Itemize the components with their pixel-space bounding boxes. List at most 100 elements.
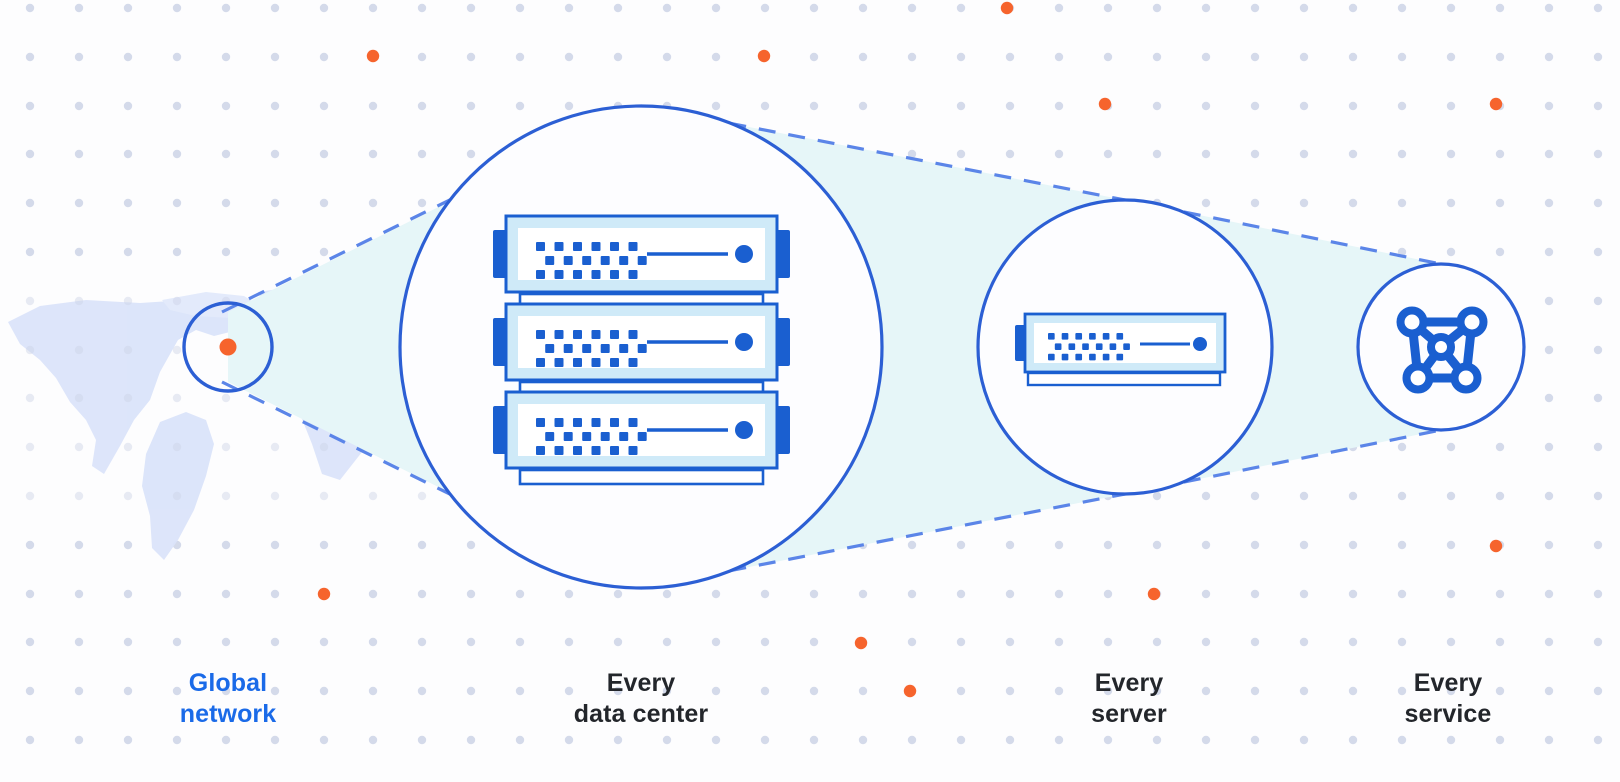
grid-dot	[221, 247, 231, 257]
global-network-marker-dot	[219, 338, 237, 356]
grid-dot	[74, 442, 84, 452]
grid-dot	[172, 589, 182, 599]
grid-dot	[123, 149, 133, 159]
grid-dot	[368, 589, 378, 599]
grid-dot	[1103, 540, 1113, 550]
grid-dot	[1446, 686, 1456, 696]
grid-dot	[74, 247, 84, 257]
rack-unit-3	[493, 390, 790, 470]
grid-dot	[1299, 637, 1309, 647]
grid-dot	[221, 149, 231, 159]
label-global-network: Global network	[179, 669, 277, 728]
grid-dot	[1495, 149, 1505, 159]
device-port-square	[536, 358, 545, 367]
grid-dot	[1201, 686, 1211, 696]
grid-dot	[25, 735, 35, 745]
device-port-square	[619, 344, 629, 353]
grid-dot	[319, 101, 329, 111]
grid-dot	[1103, 52, 1113, 62]
grid-dot	[1103, 637, 1113, 647]
grid-dot	[368, 3, 378, 13]
grid-dot	[662, 589, 672, 599]
grid-dot	[1593, 52, 1603, 62]
grid-dot	[74, 345, 84, 355]
grid-dot	[417, 491, 427, 501]
grid-dot	[1201, 52, 1211, 62]
device-port-square	[610, 358, 619, 367]
grid-dot	[74, 198, 84, 208]
server-ports	[1048, 333, 1130, 361]
grid-dot	[74, 296, 84, 306]
device-port-square	[545, 256, 555, 265]
device-port-square	[536, 242, 545, 251]
grid-dot	[1593, 149, 1603, 159]
grid-dot	[25, 296, 35, 306]
device-port-square	[1095, 343, 1103, 351]
grid-dot	[74, 540, 84, 550]
device-port-square	[1075, 353, 1083, 361]
grid-dot	[417, 540, 427, 550]
device-port-square	[1068, 343, 1076, 351]
grid-dot	[564, 686, 574, 696]
grid-dot	[270, 149, 280, 159]
grid-dot	[1299, 52, 1309, 62]
device-port-square	[628, 242, 638, 251]
grid-dot	[172, 296, 182, 306]
grid-dot	[1446, 735, 1456, 745]
network-graph-icon	[1396, 306, 1488, 394]
grid-dot	[25, 247, 35, 257]
device-port-square	[610, 446, 619, 455]
grid-dot	[956, 589, 966, 599]
accent-dot	[366, 49, 380, 63]
grid-dot	[1054, 52, 1064, 62]
grid-dot	[907, 101, 917, 111]
device-port-square	[573, 330, 582, 339]
grid-dot	[1348, 589, 1358, 599]
grid-dot	[809, 52, 819, 62]
grid-dot	[1005, 589, 1015, 599]
device-port-square	[1102, 333, 1110, 340]
grid-dot	[1299, 491, 1309, 501]
device-port-square	[1075, 333, 1083, 340]
grid-dot	[270, 442, 280, 452]
device-port-square	[545, 432, 555, 441]
grid-dot	[270, 101, 280, 111]
network-node-bottom-left	[1402, 362, 1434, 394]
device-port-square	[637, 432, 647, 441]
grid-dot	[809, 589, 819, 599]
grid-dot	[1103, 686, 1113, 696]
grid-dot	[1103, 149, 1113, 159]
grid-dot	[1152, 149, 1162, 159]
grid-dot	[1544, 491, 1554, 501]
device-port-square	[554, 270, 564, 279]
grid-dot	[1152, 735, 1162, 745]
grid-dot	[1544, 247, 1554, 257]
grid-dot	[319, 52, 329, 62]
grid-dot	[74, 735, 84, 745]
grid-dot	[1201, 589, 1211, 599]
grid-dot	[1250, 101, 1260, 111]
grid-dot	[711, 3, 721, 13]
accent-dot	[757, 49, 771, 63]
grid-dot	[1593, 637, 1603, 647]
grid-dot	[1152, 3, 1162, 13]
device-port-square	[1123, 343, 1130, 351]
grid-dot	[760, 735, 770, 745]
grid-dot	[907, 3, 917, 13]
grid-dot	[172, 686, 182, 696]
grid-dot	[221, 393, 231, 403]
grid-dot	[613, 3, 623, 13]
grid-dot	[564, 735, 574, 745]
device-port-square	[1089, 333, 1096, 340]
grid-dot	[1348, 735, 1358, 745]
grid-dot	[1299, 198, 1309, 208]
accent-dots	[317, 1, 1503, 698]
grid-dot	[1250, 686, 1260, 696]
grid-dot	[1103, 735, 1113, 745]
accent-dot	[1489, 539, 1503, 553]
grid-dot	[74, 637, 84, 647]
grid-dot	[1250, 637, 1260, 647]
grid-dot	[858, 101, 868, 111]
device-port-square	[600, 344, 610, 353]
